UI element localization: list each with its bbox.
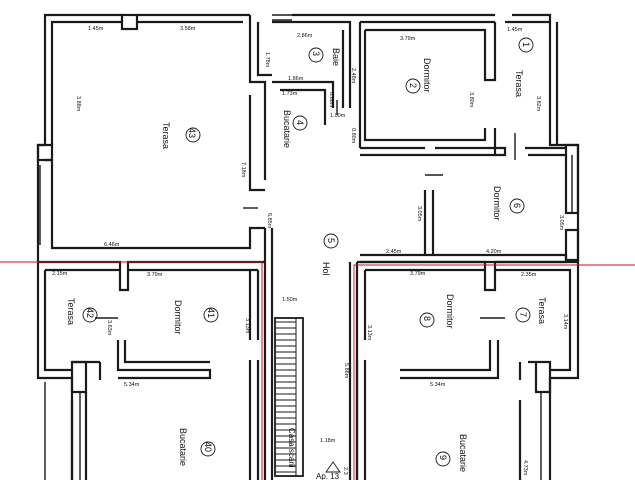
dimension-label: 3.05m [416,206,422,222]
dimension-label: 1.45m [507,27,523,33]
dimension-label: 0.80m [350,128,356,144]
dimension-label: 2.35m [521,272,537,278]
room-number: 6 [512,203,522,208]
dimension-label: 1.78m [264,52,270,68]
dimension-label: 1.18m [320,438,336,444]
dimension-label: 2.15m [52,271,68,277]
dimension-label: 6.46m [104,242,120,248]
dimension-labels: 1.45m 3.58m 2.86m 3.79m 1.45m 1.78m 1.86… [52,26,568,476]
room-number: 1 [521,42,531,47]
room-number: 5 [326,238,336,243]
room-name: Baie [331,48,341,66]
room-name: Terasa [537,297,547,324]
dimension-label: 3.79m [147,272,163,278]
stair-label: Casa scarii [287,428,296,468]
dimension-label: 7.18m [240,162,246,178]
north-arrow-marker [325,461,341,473]
room-name: Dormitor [173,300,183,335]
dimension-label: 1.86m [288,76,304,82]
dimension-label: 2.45m [386,249,402,255]
cut-lines [0,261,635,480]
dimension-label: 5.34m [430,382,446,388]
room-number: 42 [85,308,95,318]
room-number: 4 [295,120,305,125]
dimension-label: 2.3 [342,467,348,475]
room-number: 43 [187,128,197,138]
dimension-label: 5.34m [124,382,140,388]
room-name: Bucatarie [458,434,468,472]
stairs [274,317,304,477]
room-name: Terasa [161,122,171,149]
room-name: Dormitor [422,58,432,93]
dimension-label: 3.82m [535,96,541,112]
dimension-label: 4.20m [486,249,502,255]
room-name: Terasa [514,70,524,97]
room-name: Hol [321,262,331,276]
room-name: Dormitor [445,294,455,329]
dimension-label: 3.80m [468,92,474,108]
dimension-label: 1.45m [88,26,104,32]
walls [36,13,580,480]
dimension-label: 1.00m [330,113,346,119]
apartment-label: Ap. 13 [316,472,340,480]
room-number: 40 [203,442,213,452]
openings [39,14,573,480]
room-number: 7 [518,312,528,317]
dimension-label: 3.63m [106,320,112,336]
dimension-label: 3.88m [75,96,81,112]
room-number: 3 [311,51,321,56]
room-circles [82,37,534,467]
dimension-label: 2.48m [350,68,356,84]
dimension-label: 3.05m [558,215,564,231]
dimension-label: 3.13m [244,318,250,334]
dimension-label: 1.50m [282,297,298,303]
dimension-label: 1.73m [282,91,298,97]
dimension-label: 3.13m [366,325,372,341]
dimension-label: 3.79m [410,271,426,277]
dimension-label: 4.73m [522,460,528,476]
room-name: Terasa [66,298,76,325]
dimension-label: 6.85m [266,213,272,229]
room-number: 9 [438,455,448,460]
room-number: 41 [206,308,216,318]
dimension-label: 0.68m [328,92,334,108]
dimension-label: 5.86m [343,363,349,379]
room-name: Dormitor [492,186,502,221]
room-number: 2 [408,83,418,88]
dimension-label: 3.58m [180,26,196,32]
room-number: 8 [422,316,432,321]
dimension-label: 2.86m [297,33,313,39]
dimension-label: 3.14m [562,314,568,330]
dimension-label: 3.79m [400,36,416,42]
room-name: Bucatarie [282,110,292,148]
room-name: Bucatarie [178,428,188,466]
